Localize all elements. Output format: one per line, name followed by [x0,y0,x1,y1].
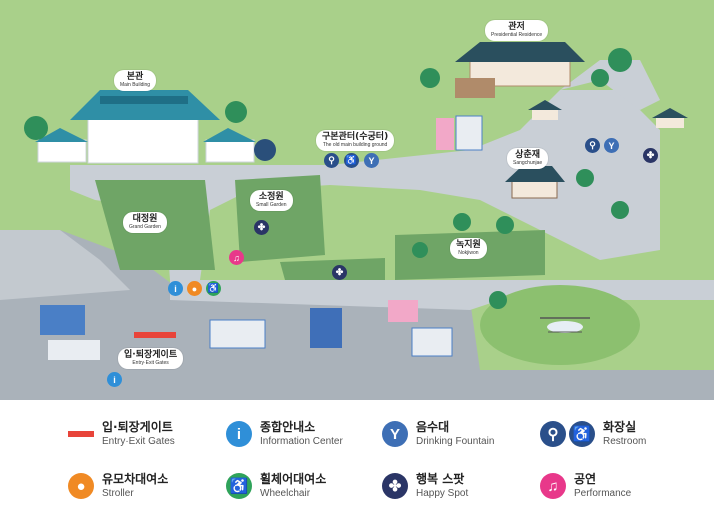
main-building [35,90,256,164]
small-garden-en: Small Garden [256,202,287,208]
legend-ko: 행복 스팟 [416,472,465,486]
label-entry-gates: 입·퇴장게이트 Entry·Exit Gates [118,348,184,369]
old-site-ko: 구본관터(수궁터) [322,132,389,142]
legend-en: Information Center [260,436,343,447]
legend-ko: 유모차대여소 [102,472,169,486]
road-north [560,60,660,110]
nokjiwon-ko: 녹지원 [456,240,481,250]
legend-en: Entry·Exit Gates [102,436,175,447]
happy-spot-icon: ✤ [382,473,408,499]
trees [24,48,632,309]
small-garden-ko: 소정원 [258,192,284,202]
south-buildings [40,115,483,360]
legend-entry-gates: 입·퇴장게이트 Entry·Exit Gates [68,420,175,448]
legend-en: Wheelchair [260,488,311,499]
sangchunjae-ko: 상춘재 [515,150,541,160]
label-nokjiwon: 녹지원 Nokjiwon [450,238,487,259]
legend-ko: 화장실 [603,420,637,434]
legend-info: i 종합안내소 Information Center [226,420,343,448]
presidential-residence [455,42,585,98]
info-icon[interactable]: i [168,281,183,296]
legend-performance: ♫ 공연 Performance [540,472,631,500]
sangchunjae-building [505,166,565,199]
legend-restroom: ⚲ ♿ 화장실 Restroom [540,420,646,448]
entry-gates-en: Entry·Exit Gates [132,360,169,366]
drinking-fountain-icon[interactable]: Y [364,153,379,168]
legend-stroller: ● 유모차대여소 Stroller [68,472,168,500]
legend-ko: 종합안내소 [260,420,316,434]
stroller-icon: ● [68,473,94,499]
label-sangchunjae: 상춘재 Sangchunjae [507,148,549,169]
entry-gates-ko: 입·퇴장게이트 [124,350,178,360]
performance-icon: ♫ [540,473,566,499]
legend-happy-spot: ✤ 행복 스팟 Happy Spot [382,472,468,500]
label-main-building: 본관 Main Building [114,70,157,91]
legend-en: Happy Spot [416,488,469,499]
residence-en: Presidential Residence [491,32,543,38]
palace-map: 본관 Main Building 관저 Presidential Residen… [0,0,714,400]
label-residence: 관저 Presidential Residence [485,20,549,41]
drinking-fountain-icon[interactable]: Y [604,138,619,153]
label-grand-garden: 대정원 Grand Garden [123,212,167,233]
main-building-ko: 본관 [126,72,144,82]
wheelchair-restroom-icon[interactable]: ♿ [344,153,359,168]
nokjiwon-en: Nokjiwon [458,250,479,256]
wheelchair-icon: ♿ [226,473,252,499]
info-icon: i [226,421,252,447]
grand-garden-en: Grand Garden [129,224,161,230]
old-site-en: The old main building ground [322,142,388,148]
map-illustration [0,0,714,400]
happy-spot-icon[interactable]: ✤ [643,148,658,163]
performance-icon[interactable]: ♫ [229,250,244,265]
drinking-fountain-icon: Y [382,421,408,447]
legend-ko: 휠체어대여소 [260,472,327,486]
label-small-garden: 소정원 Small Garden [250,190,293,211]
residence-ko: 관저 [508,22,525,32]
sangchunjae-en: Sangchunjae [513,160,543,166]
wheelchair-icon[interactable]: ♿ [206,281,221,296]
legend-en: Performance [574,488,632,499]
happy-spot-icon[interactable]: ✤ [254,220,269,235]
stroller-icon[interactable]: ● [187,281,202,296]
legend-ko: 공연 [574,472,597,486]
legend-ko: 입·퇴장게이트 [102,420,173,434]
restroom-icon: ⚲ [540,421,566,447]
road-west [0,230,130,300]
legend-en: Restroom [603,436,647,447]
grand-garden-ko: 대정원 [132,214,158,224]
legend-en: Drinking Fountain [416,436,495,447]
pavilions [528,100,688,128]
label-old-site: 구본관터(수궁터) The old main building ground [316,130,395,151]
legend-wheelchair: ♿ 휠체어대여소 Wheelchair [226,472,326,500]
info-icon[interactable]: i [107,372,122,387]
gate-bar-icon [68,431,94,437]
legend-ko: 음수대 [416,420,450,434]
road-main [70,90,660,280]
restroom-icon[interactable]: ⚲ [585,138,600,153]
legend: 입·퇴장게이트 Entry·Exit Gates i 종합안내소 Informati… [0,400,714,513]
entry-gate-marker [134,332,176,338]
happy-spot-icon[interactable]: ✤ [332,265,347,280]
restroom-icon[interactable]: ⚲ [324,153,339,168]
small-garden-lawn [235,175,325,262]
main-building-en: Main Building [120,82,151,88]
legend-en: Stroller [102,488,134,499]
helicopter [540,317,590,333]
legend-fountain: Y 음수대 Drinking Fountain [382,420,494,448]
wheelchair-restroom-icon: ♿ [569,421,595,447]
